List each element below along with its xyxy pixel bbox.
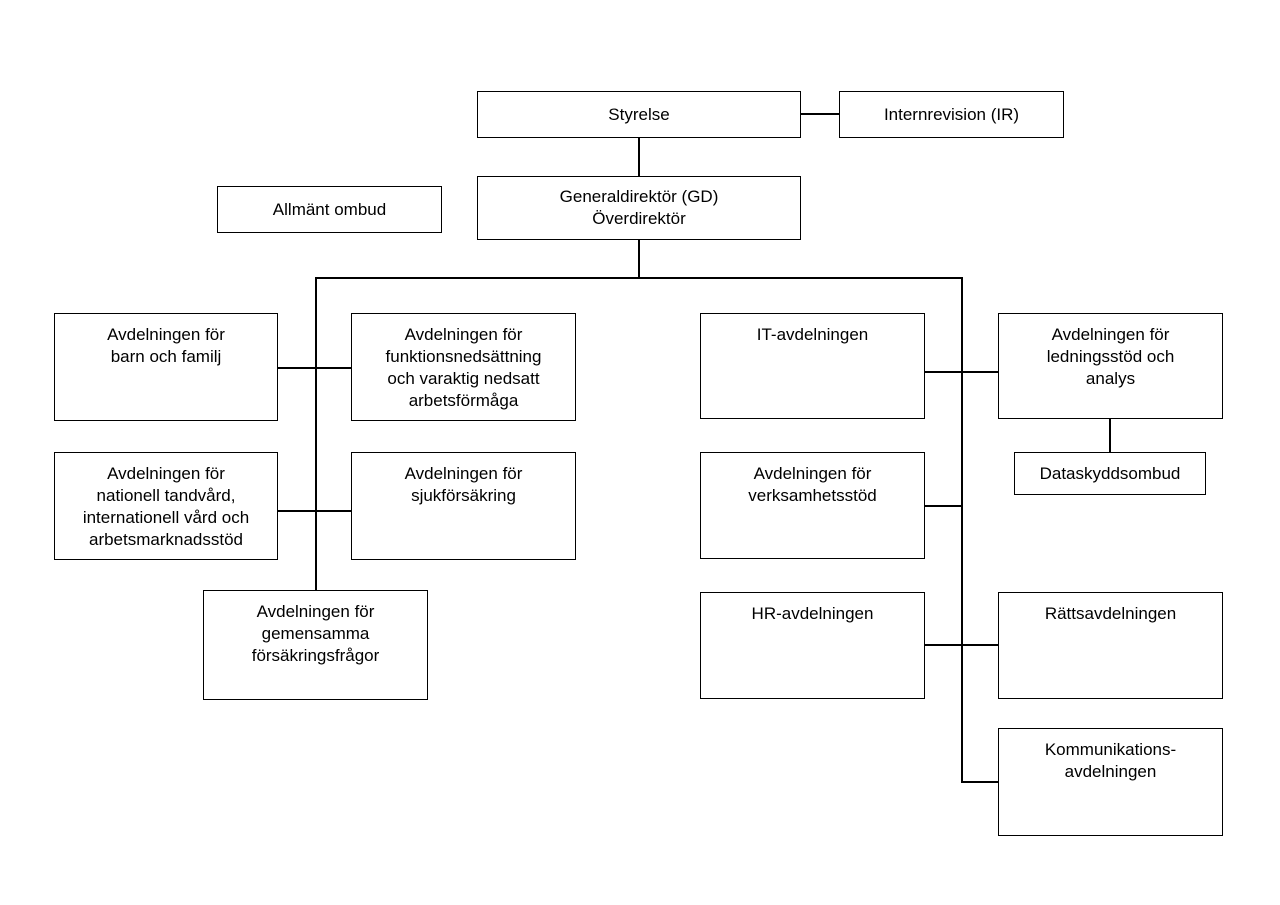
director-general-line-2: Överdirektör xyxy=(592,209,686,228)
director-general-box: Generaldirektör (GD) Överdirektör xyxy=(477,176,801,240)
dept-operations-support-line-2: verksamhetsstöd xyxy=(748,486,877,505)
connector-right-row1 xyxy=(924,371,999,373)
dept-hr-box: HR-avdelningen xyxy=(700,592,925,699)
connector-left-row1 xyxy=(277,367,352,369)
dept-dental-international-line-2: nationell tandvård, xyxy=(96,486,236,505)
dept-hr-label: HR-avdelningen xyxy=(751,604,874,623)
dept-dental-international-box: Avdelningen för nationell tandvård, inte… xyxy=(54,452,278,560)
general-ombudsman-label: Allmänt ombud xyxy=(272,199,387,219)
dept-sickness-line-2: sjukförsäkring xyxy=(411,486,516,505)
dept-children-family-line-2: barn och familj xyxy=(110,347,222,366)
dept-dental-international-line-1: Avdelningen för xyxy=(107,464,225,483)
dept-common-insurance-line-2: gemensamma xyxy=(261,624,370,643)
board-box: Styrelse xyxy=(477,91,801,138)
connector-right-row2 xyxy=(924,505,962,507)
dept-dental-international-line-3: internationell vård och xyxy=(82,508,250,527)
dept-disability-line-3: och varaktig nedsatt xyxy=(387,369,540,388)
dept-it-box: IT-avdelningen xyxy=(700,313,925,419)
dept-disability-line-4: arbetsförmåga xyxy=(408,391,519,410)
dept-management-support-line-2: ledningsstöd och xyxy=(1046,347,1175,366)
dept-operations-support-line-1: Avdelningen för xyxy=(753,464,872,483)
connector-management-dpo xyxy=(1109,418,1111,452)
connector-horizontal-bus xyxy=(315,277,962,279)
dept-communications-line-2: avdelningen xyxy=(1064,762,1157,781)
dept-legal-box: Rättsavdelningen xyxy=(998,592,1223,699)
dept-dental-international-line-4: arbetsmarknadsstöd xyxy=(88,530,244,549)
dept-disability-line-2: funktionsnedsättning xyxy=(385,347,542,366)
dept-sickness-box: Avdelningen för sjukförsäkring xyxy=(351,452,576,560)
dept-disability-line-1: Avdelningen för xyxy=(404,325,523,344)
connector-left-trunk xyxy=(315,277,317,591)
data-protection-officer-box: Dataskyddsombud xyxy=(1014,452,1206,495)
internal-audit-label: Internrevision (IR) xyxy=(883,104,1020,124)
dept-management-support-box: Avdelningen för ledningsstöd och analys xyxy=(998,313,1223,419)
dept-disability-box: Avdelningen för funktionsnedsättning och… xyxy=(351,313,576,421)
data-protection-officer-label: Dataskyddsombud xyxy=(1039,463,1181,483)
internal-audit-box: Internrevision (IR) xyxy=(839,91,1064,138)
dept-common-insurance-box: Avdelningen för gemensamma försäkringsfr… xyxy=(203,590,428,700)
dept-communications-box: Kommunikations- avdelningen xyxy=(998,728,1223,836)
general-ombudsman-box: Allmänt ombud xyxy=(217,186,442,233)
connector-gd-trunk xyxy=(638,239,640,278)
connector-board-gd xyxy=(638,137,640,177)
dept-management-support-line-1: Avdelningen för xyxy=(1051,325,1170,344)
dept-children-family-line-1: Avdelningen för xyxy=(107,325,225,344)
connector-right-row4 xyxy=(961,781,999,783)
dept-children-family-box: Avdelningen för barn och familj xyxy=(54,313,278,421)
connector-board-audit xyxy=(800,113,840,115)
connector-right-row3 xyxy=(924,644,999,646)
board-label: Styrelse xyxy=(608,104,670,124)
dept-sickness-line-1: Avdelningen för xyxy=(404,464,523,483)
connector-left-row2 xyxy=(277,510,352,512)
director-general-line-1: Generaldirektör (GD) xyxy=(559,187,719,206)
dept-management-support-line-3: analys xyxy=(1085,369,1136,388)
dept-communications-line-1: Kommunikations- xyxy=(1044,740,1177,759)
dept-common-insurance-line-3: försäkringsfrågor xyxy=(251,646,380,665)
connector-right-trunk xyxy=(961,277,963,782)
dept-operations-support-box: Avdelningen för verksamhetsstöd xyxy=(700,452,925,559)
dept-common-insurance-line-1: Avdelningen för xyxy=(256,602,375,621)
dept-legal-label: Rättsavdelningen xyxy=(1044,604,1177,623)
dept-it-label: IT-avdelningen xyxy=(756,325,869,344)
